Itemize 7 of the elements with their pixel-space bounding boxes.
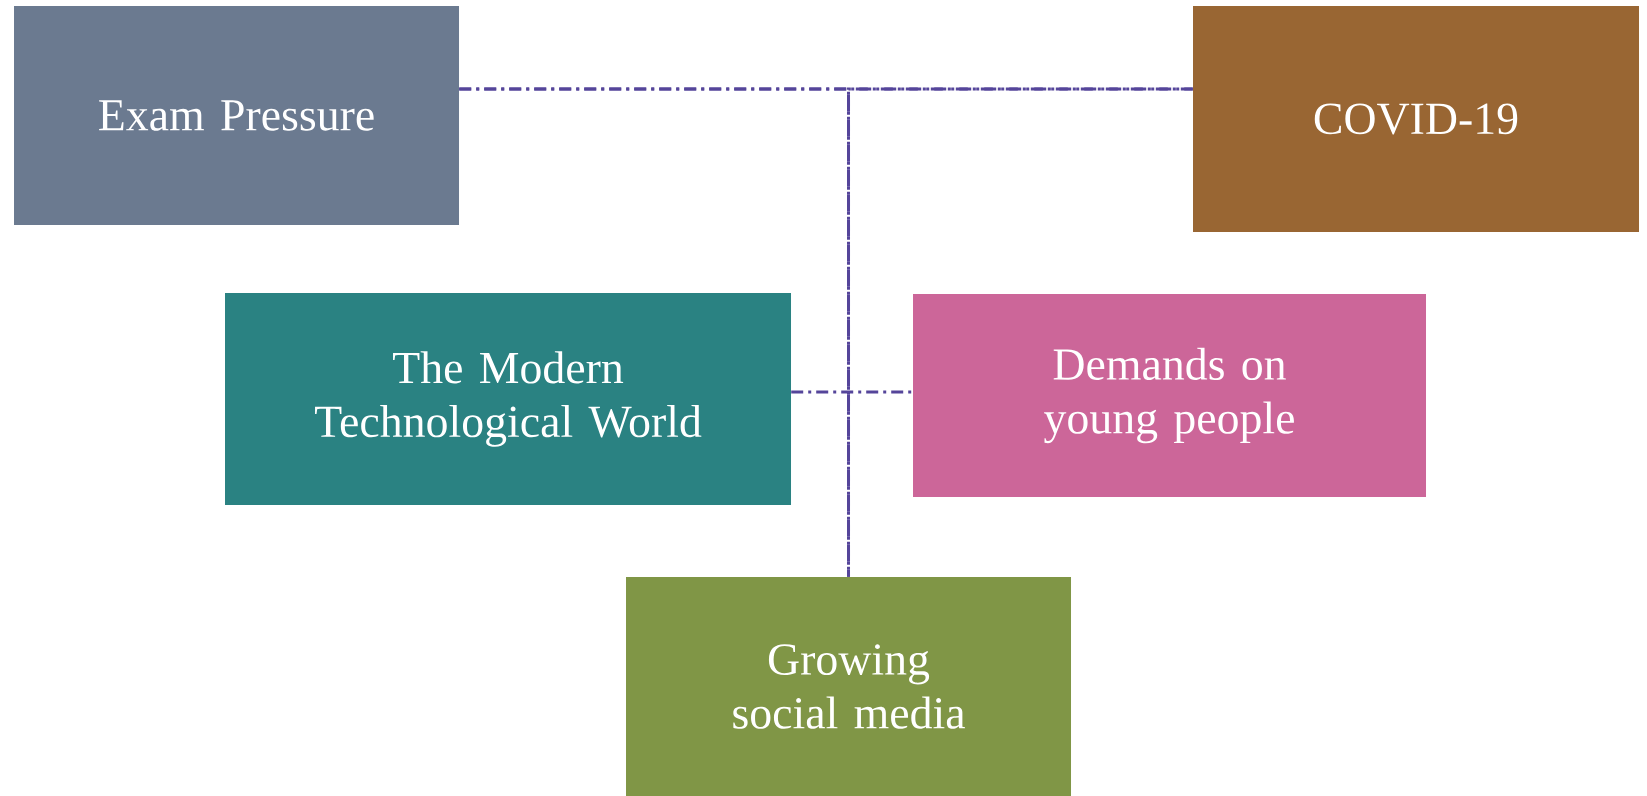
text-box: Demands on young people (913, 294, 1426, 497)
connector-line (847, 87, 1193, 577)
text-box: The Modern Technological World (225, 293, 791, 505)
text-box: Growing social media (626, 577, 1071, 796)
text-box: COVID-19 (1193, 6, 1639, 232)
text-box: Exam Pressure (14, 6, 459, 225)
connector-line (791, 390, 913, 394)
